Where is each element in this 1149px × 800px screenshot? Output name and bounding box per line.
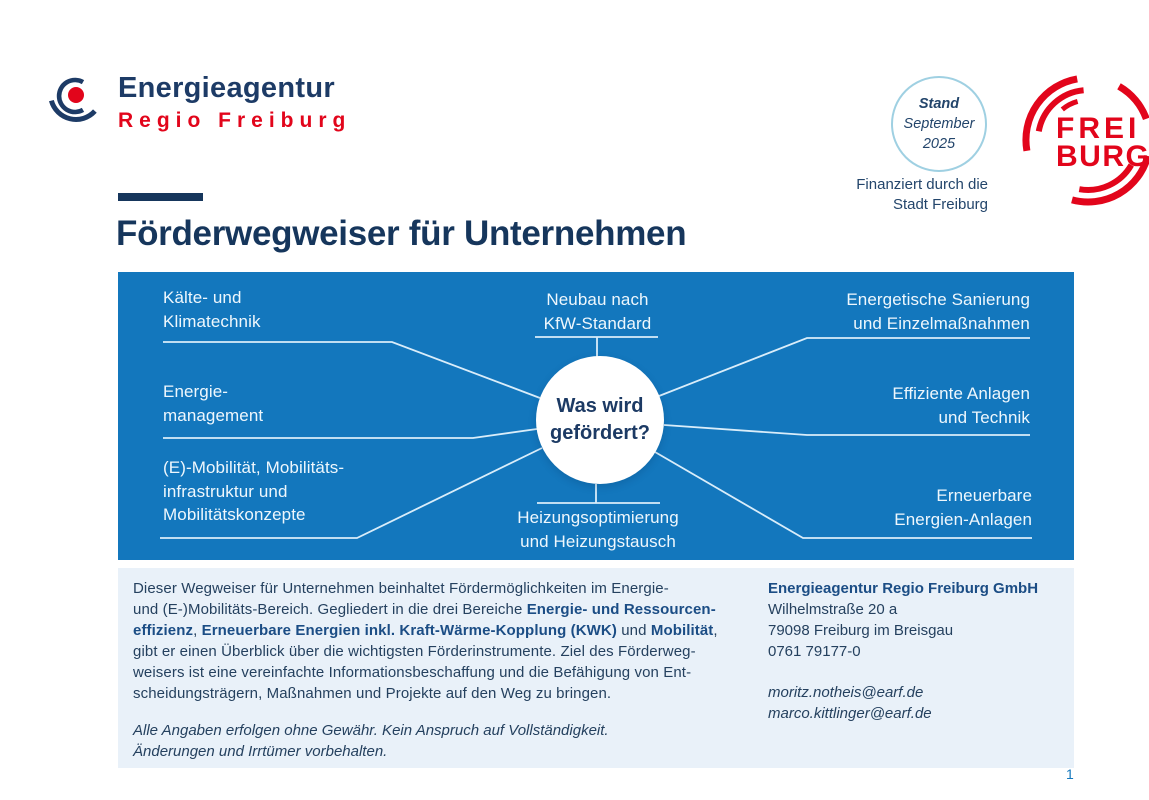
contact-phone: 0761 79177-0 bbox=[768, 643, 861, 660]
label-line: KfW-Standard bbox=[543, 313, 652, 333]
title-accent-bar bbox=[118, 193, 203, 201]
stand-month: September bbox=[903, 116, 975, 132]
page-number: 1 bbox=[1066, 766, 1074, 782]
contact-block: Energieagentur Regio Freiburg GmbH Wilhe… bbox=[768, 578, 1058, 724]
label-line: Effiziente Anlagen bbox=[892, 384, 1030, 403]
freiburg-text-line2: BURG bbox=[1056, 140, 1149, 173]
brand-wordmark: Energieagentur Regio Freiburg bbox=[118, 72, 351, 133]
intro-paragraph: Dieser Wegweiser für Unternehmen beinhal… bbox=[133, 578, 733, 704]
label-line: Mobilitätskonzepte bbox=[163, 505, 306, 524]
intro-line: effizienz, Erneuerbare Energien inkl. Kr… bbox=[133, 622, 718, 639]
stand-year: 2025 bbox=[922, 136, 956, 152]
contact-street: Wilhelmstraße 20 a bbox=[768, 601, 898, 618]
financed-line2: Stadt Freiburg bbox=[892, 196, 988, 213]
brand-name-line2: Regio Freiburg bbox=[118, 109, 352, 132]
financed-by-note: Finanziert durch die Stadt Freiburg bbox=[856, 175, 988, 215]
diagram-node-neubau-kfw: Neubau nach KfW-Standard bbox=[510, 288, 685, 335]
diagram-node-e-mobilitaet: (E)-Mobilität, Mobilitäts- infrastruktur… bbox=[163, 456, 344, 527]
diagram-node-energetische-sanierung: Energetische Sanierung und Einzelmaßnahm… bbox=[846, 288, 1030, 335]
diagram-node-effiziente-anlagen: Effiziente Anlagen und Technik bbox=[892, 382, 1030, 429]
contact-city: 79098 Freiburg im Breisgau bbox=[768, 622, 954, 639]
diagram-node-heizungsoptimierung: Heizungsoptimierung und Heizungstausch bbox=[508, 506, 688, 553]
diagram-node-kaelte-klimatechnik: Kälte- und Klimatechnik bbox=[163, 286, 261, 333]
label-line: und Heizungstausch bbox=[520, 531, 676, 551]
label-line: management bbox=[163, 405, 264, 425]
stand-label: Stand bbox=[918, 96, 960, 112]
intro-line: Dieser Wegweiser für Unternehmen beinhal… bbox=[133, 580, 669, 597]
contact-email-1: moritz.notheis@earf.de bbox=[768, 684, 924, 701]
intro-line: und (E-)Mobilitäts-Bereich. Gegliedert i… bbox=[133, 601, 716, 618]
intro-line: weisers ist eine vereinfachte Informatio… bbox=[133, 664, 692, 681]
stand-date-badge: Stand September 2025 bbox=[891, 76, 987, 172]
label-line: Klimatechnik bbox=[163, 311, 261, 331]
label-line: Heizungsoptimierung bbox=[517, 508, 679, 527]
page-title: Förderwegweiser für Unternehmen bbox=[116, 214, 687, 253]
contact-company-name: Energieagentur Regio Freiburg GmbH bbox=[768, 580, 1039, 597]
financed-line1: Finanziert durch die bbox=[856, 176, 988, 193]
energieagentur-mark-icon bbox=[46, 66, 108, 145]
label-line: und Einzelmaßnahmen bbox=[853, 313, 1030, 333]
label-line: und Technik bbox=[938, 407, 1030, 427]
intro-line: scheidungsträgern, Maßnahmen und Projekt… bbox=[133, 685, 612, 702]
diagram-connector-lines bbox=[160, 336, 1032, 539]
freiburg-text-line1: FREI bbox=[1056, 112, 1140, 145]
diagram-node-erneuerbare-energien: Erneuerbare Energien-Anlagen bbox=[894, 484, 1032, 531]
disclaimer-line1: Alle Angaben erfolgen ohne Gewähr. Kein … bbox=[133, 722, 609, 739]
contact-spacer bbox=[768, 662, 1058, 682]
freiburg-city-logo: FREI BURG bbox=[1018, 60, 1149, 222]
funding-topics-diagram: Kälte- und Klimatechnik Neubau nach KfW-… bbox=[118, 272, 1074, 560]
label-line: (E)-Mobilität, Mobilitäts- bbox=[163, 458, 345, 477]
diagram-center-question: Was wird gefördert? bbox=[536, 356, 664, 484]
label-line: Energie- bbox=[163, 382, 229, 401]
label-line: Erneuerbare bbox=[936, 486, 1032, 505]
label-line: Energetische Sanierung bbox=[846, 290, 1030, 309]
label-line: Kälte- und bbox=[163, 288, 242, 307]
center-question-line2: gefördert? bbox=[550, 422, 650, 444]
disclaimer-text: Alle Angaben erfolgen ohne Gewähr. Kein … bbox=[133, 720, 609, 762]
disclaimer-line2: Änderungen und Irrtümer vorbehalten. bbox=[133, 743, 388, 760]
intro-line: gibt er einen Überblick über die wichtig… bbox=[133, 643, 696, 660]
info-panel: Dieser Wegweiser für Unternehmen beinhal… bbox=[118, 568, 1074, 768]
label-line: infrastruktur und bbox=[163, 481, 288, 501]
label-line: Energien-Anlagen bbox=[894, 509, 1032, 529]
contact-email-2: marco.kittlinger@earf.de bbox=[768, 705, 932, 722]
label-line: Neubau nach bbox=[546, 290, 649, 309]
diagram-node-energiemanagement: Energie- management bbox=[163, 380, 263, 427]
center-question-line1: Was wird bbox=[556, 395, 644, 417]
brand-name-line1: Energieagentur bbox=[118, 72, 335, 104]
